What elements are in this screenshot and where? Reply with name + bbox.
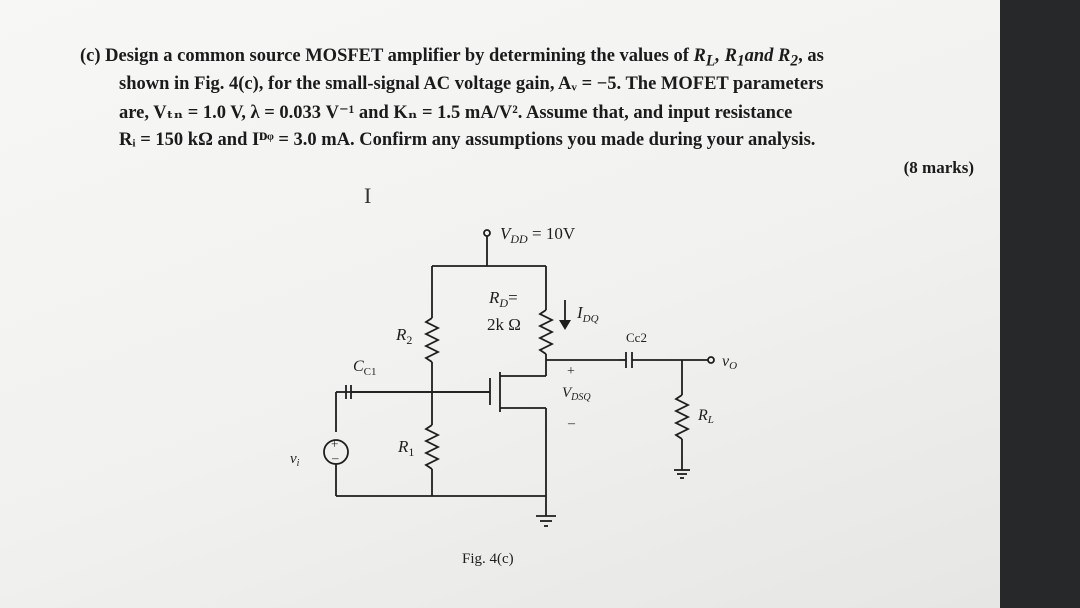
svg-text:CC1: CC1 bbox=[353, 358, 377, 378]
svg-text:IDQ: IDQ bbox=[576, 303, 599, 325]
r2-resistor bbox=[423, 317, 441, 363]
svg-text:Cc2: Cc2 bbox=[626, 330, 647, 345]
svg-text:–: – bbox=[331, 450, 339, 465]
svg-text:vO: vO bbox=[722, 353, 737, 372]
r1-resistor bbox=[423, 424, 441, 470]
circuit-diagram: VDD = 10V RD= 2k Ω IDQ R2 R1 CC1 Cc2 vO … bbox=[290, 224, 737, 527]
question-line-4: Rᵢ = 150 kΩ and Iᴰᵠ = 3.0 mA. Confirm an… bbox=[119, 130, 816, 150]
question-line-1: (c) Design a common source MOSFET amplif… bbox=[80, 46, 824, 70]
svg-text:+: + bbox=[331, 436, 338, 451]
question-line-2: shown in Fig. 4(c), for the small-signal… bbox=[119, 74, 824, 94]
figure-caption: Fig. 4(c) bbox=[462, 551, 514, 567]
vdd-terminal bbox=[483, 229, 491, 237]
svg-text:R2: R2 bbox=[395, 325, 412, 347]
svg-text:VDSQ: VDSQ bbox=[562, 385, 591, 403]
svg-text:2k Ω: 2k Ω bbox=[487, 315, 521, 334]
background-edge bbox=[1000, 0, 1080, 608]
rd-resistor bbox=[537, 309, 555, 355]
idq-arrow-icon bbox=[559, 320, 571, 330]
question-line-3: are, Vₜₙ = 1.0 V, λ = 0.033 V⁻¹ and Kₙ =… bbox=[119, 103, 793, 123]
rl-resistor bbox=[673, 394, 691, 440]
paper-sheet bbox=[0, 0, 1000, 608]
svg-text:RL: RL bbox=[697, 407, 714, 426]
svg-text:+: + bbox=[567, 364, 575, 379]
svg-text:VDD = 10V: VDD = 10V bbox=[500, 224, 576, 246]
vo-terminal bbox=[707, 356, 715, 364]
svg-text:R1: R1 bbox=[397, 437, 414, 459]
svg-text:–: – bbox=[567, 416, 576, 431]
marks-label: (8 marks) bbox=[903, 158, 974, 177]
svg-text:RD=: RD= bbox=[488, 288, 518, 310]
svg-text:vi: vi bbox=[290, 451, 300, 469]
text-cursor-icon: I bbox=[364, 183, 372, 208]
